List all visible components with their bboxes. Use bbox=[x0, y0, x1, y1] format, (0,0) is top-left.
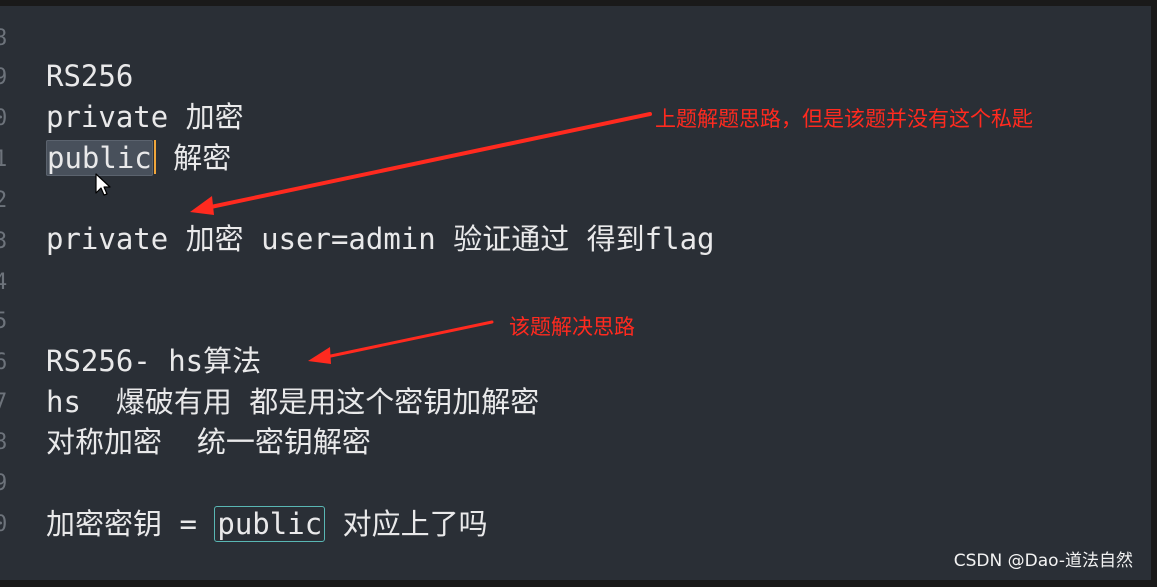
line-number: 9 bbox=[0, 65, 8, 90]
code-text: 对应上了吗 bbox=[325, 507, 488, 541]
line-number: 9 bbox=[0, 471, 8, 496]
line-number: 0 bbox=[0, 106, 8, 131]
line-number: 8 bbox=[0, 26, 8, 51]
line-number: 2 bbox=[0, 188, 8, 213]
annotation-solution-approach: 该题解决思路 bbox=[509, 315, 635, 339]
code-line-rs256-hs[interactable]: RS256- hs算法 bbox=[46, 344, 262, 378]
line-number: 4 bbox=[0, 270, 8, 295]
arrow-to-hs-line bbox=[308, 320, 494, 364]
text-caret bbox=[153, 140, 156, 174]
boxed-word-public[interactable]: public bbox=[214, 506, 326, 542]
code-line-symmetric[interactable]: 对称加密 统一密钥解密 bbox=[46, 425, 371, 459]
line-number: 7 bbox=[0, 390, 8, 415]
code-line-public-decrypt[interactable]: public 解密 bbox=[46, 138, 231, 178]
line-number: 0 bbox=[0, 512, 8, 537]
text-selection[interactable]: public bbox=[46, 140, 153, 176]
csdn-watermark: CSDN @Dao-道法自然 bbox=[953, 551, 1133, 571]
code-line-encrypt-key[interactable]: 加密密钥 = public 对应上了吗 bbox=[46, 504, 488, 544]
annotation-arrows bbox=[190, 112, 652, 364]
line-number-gutter: 8 9 0 1 2 3 4 5 6 7 8 9 0 bbox=[0, 6, 12, 580]
code-line-hs-bruteforce[interactable]: hs 爆破有用 都是用这个密钥加解密 bbox=[46, 385, 540, 419]
code-text: 解密 bbox=[155, 141, 232, 175]
line-number: 6 bbox=[0, 350, 8, 375]
line-number: 8 bbox=[0, 430, 8, 455]
annotation-previous-approach: 上题解题思路，但是该题并没有这个私匙 bbox=[655, 107, 1033, 131]
code-line-private-verify[interactable]: private 加密 user=admin 验证通过 得到flag bbox=[46, 222, 715, 256]
line-number: 5 bbox=[0, 309, 8, 334]
mouse-pointer-icon bbox=[95, 173, 111, 196]
code-editor[interactable]: 8 9 0 1 2 3 4 5 6 7 8 9 0 RS256 private … bbox=[0, 6, 1151, 580]
arrow-to-private-line bbox=[190, 112, 652, 215]
line-number: 3 bbox=[0, 229, 8, 254]
code-line-private-encrypt[interactable]: private 加密 bbox=[46, 100, 244, 134]
code-text: 加密密钥 = bbox=[46, 507, 215, 541]
line-number: 1 bbox=[0, 147, 8, 172]
code-line-rs256[interactable]: RS256 bbox=[46, 59, 134, 93]
